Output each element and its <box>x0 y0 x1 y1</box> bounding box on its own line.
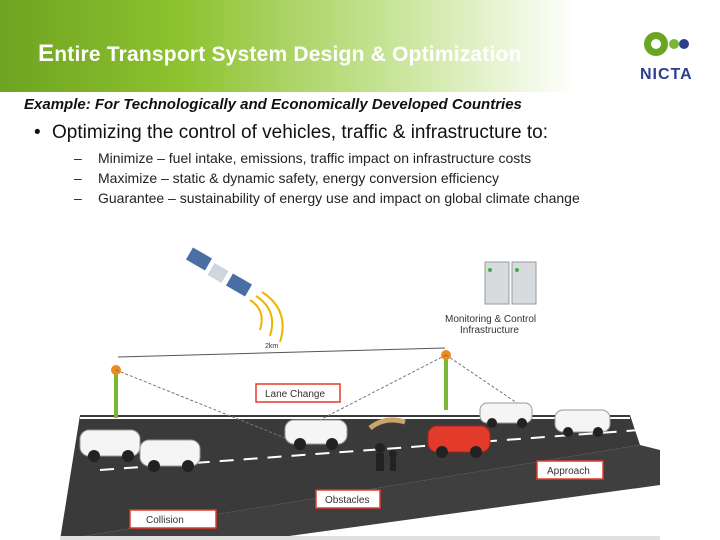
server-icon <box>484 261 537 305</box>
bullet-icon: • <box>34 122 41 143</box>
roadside-unit-icon <box>441 350 451 410</box>
lane-change-text: Lane Change <box>265 389 325 400</box>
collision-text: Collision <box>146 515 184 526</box>
sub-bullet-text: Guarantee – sustainability of energy use… <box>98 190 580 206</box>
obstacles-text: Obstacles <box>325 495 369 506</box>
car-icon <box>79 429 141 462</box>
sub-bullet-item: –Guarantee – sustainability of energy us… <box>74 188 580 208</box>
approach-label: Approach <box>536 460 604 480</box>
example-subtitle: Example: For Technologically and Economi… <box>24 96 522 113</box>
car-icon <box>427 425 491 458</box>
main-bullet-text: Optimizing the control of vehicles, traf… <box>52 122 548 143</box>
car-icon <box>479 402 533 428</box>
logo-text: NICTA <box>640 66 693 83</box>
main-bullet: • Optimizing the control of vehicles, tra… <box>34 122 548 144</box>
dash-icon: – <box>74 150 82 166</box>
lane-change-label: Lane Change <box>255 383 341 403</box>
slide-header: Entire Transport System Design & Optimiz… <box>0 0 720 92</box>
satellite-icon <box>185 247 284 343</box>
pedestrian-icon <box>375 443 397 471</box>
sub-bullet-list: –Minimize – fuel intake, emissions, traf… <box>74 148 580 208</box>
approach-text: Approach <box>547 466 590 477</box>
sub-bullet-item: –Maximize – static & dynamic safety, ene… <box>74 168 580 188</box>
obstacles-label: Obstacles <box>315 489 381 509</box>
infrastructure-label-line2: Infrastructure <box>460 325 519 336</box>
road <box>60 415 640 540</box>
sub-bullet-item: –Minimize – fuel intake, emissions, traf… <box>74 148 580 168</box>
distance-label: 2km <box>265 343 278 350</box>
nicta-logo-icon <box>644 32 689 56</box>
infrastructure-label-line1: Monitoring & Control <box>445 314 536 325</box>
collision-label: Collision <box>129 509 217 529</box>
car-icon <box>554 409 611 437</box>
roadside-unit-icon <box>111 365 121 418</box>
sub-bullet-text: Maximize – static & dynamic safety, ener… <box>98 170 499 186</box>
car-icon <box>139 439 201 472</box>
transport-system-illustration: Monitoring & Control Infrastructure 2km … <box>60 247 660 540</box>
dash-icon: – <box>74 170 82 186</box>
sub-bullet-text: Minimize – fuel intake, emissions, traff… <box>98 150 532 166</box>
slide-title: Entire Transport System Design & Optimiz… <box>38 40 522 67</box>
car-icon <box>284 419 348 450</box>
dash-icon: – <box>74 190 82 206</box>
